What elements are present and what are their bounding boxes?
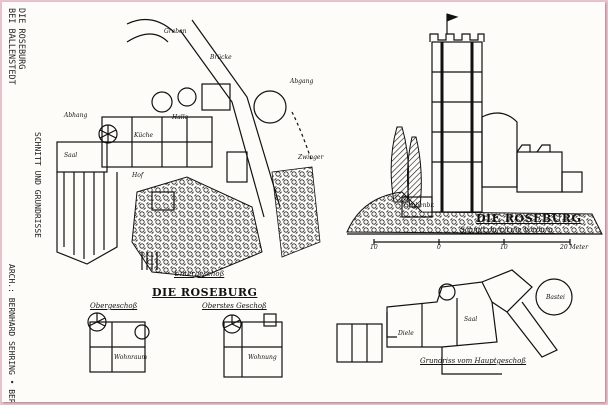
side-title-line-2: BEI BALLENSTEDT [6,8,16,85]
tree-courtyard [131,176,263,278]
plan-arc [126,18,175,33]
dashed-path [291,111,313,163]
plan-top-label: Oberstes Geschoß [202,302,267,310]
label-saal-main: Saal [464,316,478,323]
plan-upper-label: Obergeschoß [90,302,138,310]
label-graben: Graben [164,28,187,35]
label-diele: Diele [398,330,414,337]
label-graben-section: Grabenbr. [404,202,435,209]
label-wohnraum: Wohnraum [114,354,148,361]
tower-1 [151,91,173,113]
flag-icon [446,13,459,22]
side-subtitle: SCHNITT UND GRUNDRISSE [33,132,42,238]
court-building-2 [226,151,248,183]
upper-floor-plan [87,312,150,373]
plan-floor-label: Untergeschoß [174,270,225,278]
scale-label-1: 0 [437,244,441,251]
label-bastei: Bastei [546,294,565,301]
side-title-line-1: DIE ROSEBURG [16,8,26,70]
road [179,19,281,218]
architectural-drawings [56,13,603,378]
label-abgang: Abgang [290,78,314,85]
outer-wall [56,172,118,265]
round-tower-right [253,90,287,124]
main-floor-plan [336,269,573,375]
keep-tower [431,41,483,213]
ground-caption: Grundriss vom Hauptgeschoß [420,357,527,365]
label-kuche: Küche [134,132,153,139]
section-title: DIE ROSEBURG [476,212,582,225]
scale-label-3: 20 Meter [560,244,589,251]
label-halle: Halle [172,114,189,121]
section-caption: Schnitt durch die Vorburg. [460,226,555,234]
label-abhang: Abhang [64,112,88,119]
ground-plan-left [56,18,321,278]
label-hof: Hof [132,172,144,179]
left-wing [56,141,108,173]
section-drawing [346,13,603,245]
plan-main-title: DIE ROSEBURG [152,286,258,299]
tower-2 [177,87,197,107]
plan-arc-inner [126,33,169,43]
label-zwinger: Zwinger [298,154,324,161]
scale-label-0: 10 [370,244,378,251]
side-architect: ARCH.: BERNHARD SEHRING • BERLIN [7,264,16,402]
document-page: DIE ROSEBURG BEI BALLENSTEDT SCHNITT UND… [2,2,605,402]
label-saal: Saal [64,152,78,159]
label-bruecke: Brücke [210,54,232,61]
top-floor-plan [222,313,283,378]
side-title: DIE ROSEBURG BEI BALLENSTEDT [6,8,26,85]
gate-house [201,83,231,111]
court-building-1 [151,191,175,211]
scale-label-2: 10 [500,244,508,251]
label-wohnung: Wohnung [248,354,277,361]
